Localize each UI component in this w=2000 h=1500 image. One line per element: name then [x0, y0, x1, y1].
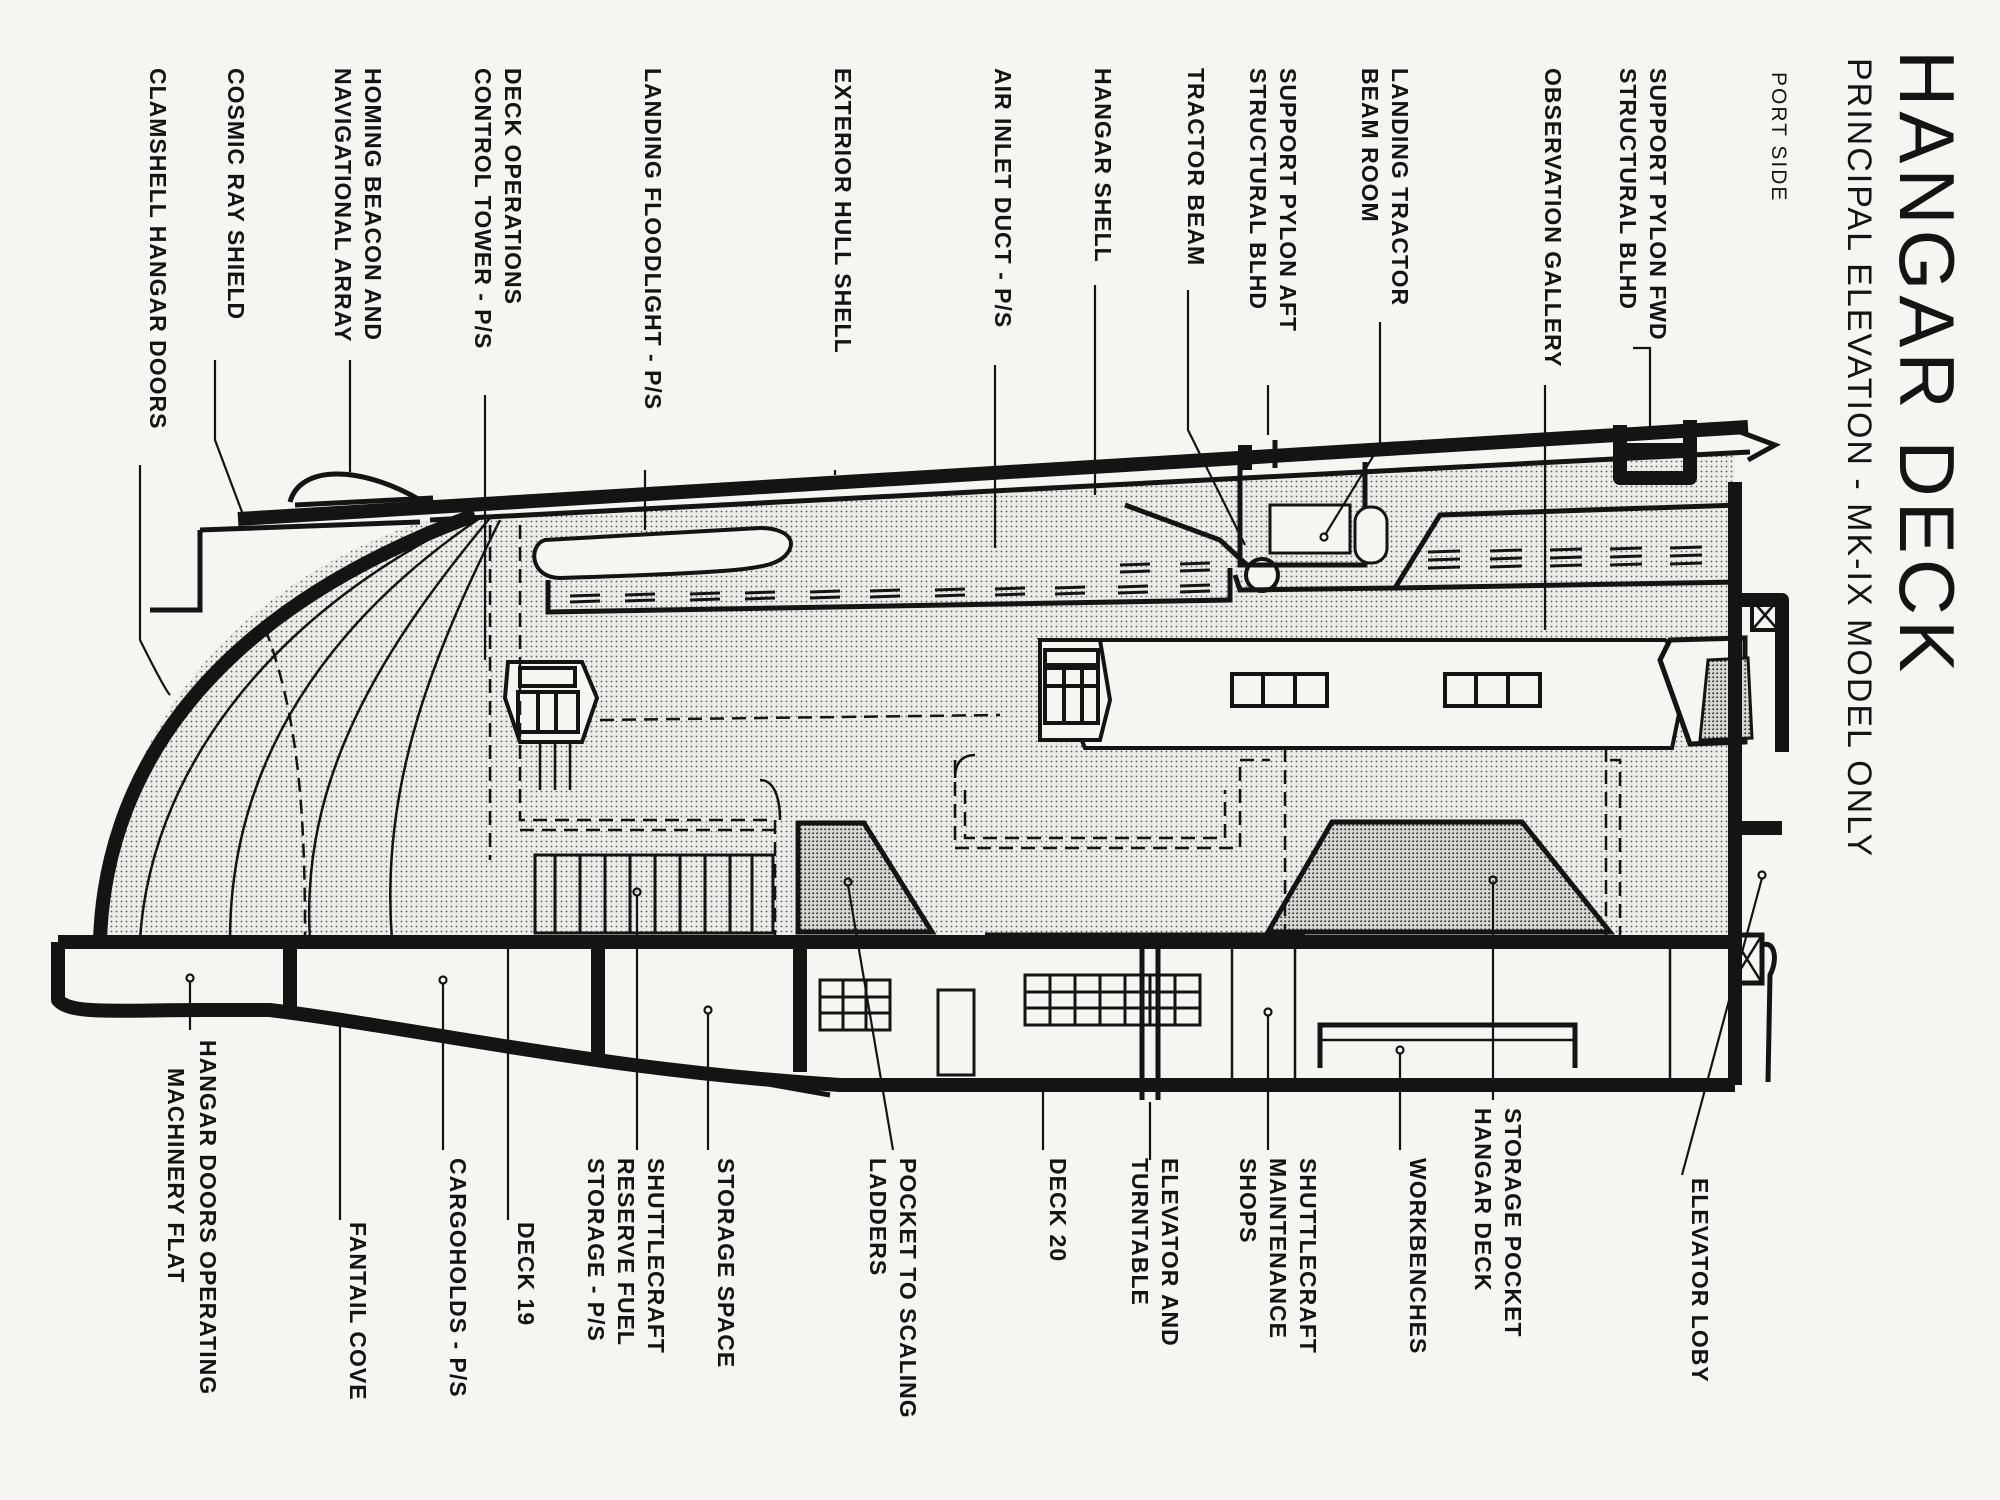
label-reserve-fuel-3: STORAGE - P/S — [583, 1158, 609, 1342]
hangar-structure-drawing — [51, 420, 1789, 1100]
label-homing-beacon-1: HOMING BEACON AND — [360, 68, 386, 341]
label-doors-machinery-1: HANGAR DOORS OPERATING — [195, 1040, 221, 1395]
label-scaling-ladders-1: POCKET TO SCALING — [895, 1158, 921, 1419]
leader-lines — [138, 285, 1767, 1220]
port-side-note: PORT SIDE — [1767, 72, 1790, 202]
label-tractor-beam: TRACTOR BEAM — [1183, 68, 1209, 266]
label-deck-20: DECK 20 — [1045, 1158, 1071, 1262]
label-tractor-beam-room-2: BEAM ROOM — [1357, 68, 1383, 223]
label-storage-pocket-1: STORAGE POCKET — [1500, 1108, 1526, 1338]
label-elevator-turntable-2: TURNTABLE — [1127, 1158, 1153, 1306]
label-elevator-lobby: ELEVATOR LOBY — [1687, 1178, 1713, 1383]
label-maintenance-shops-1: SHUTTLECRAFT — [1295, 1158, 1321, 1354]
label-storage-space: STORAGE SPACE — [713, 1158, 739, 1368]
floodlight-pod — [532, 525, 793, 581]
label-cargoholds: CARGOHOLDS - P/S — [445, 1158, 471, 1398]
label-tractor-beam-room-1: LANDING TRACTOR — [1387, 68, 1413, 306]
label-workbenches: WORKBENCHES — [1405, 1158, 1431, 1354]
label-maintenance-shops-3: SHOPS — [1235, 1158, 1261, 1244]
label-reserve-fuel-1: SHUTTLECRAFT — [643, 1158, 669, 1354]
label-hangar-shell: HANGAR SHELL — [1090, 68, 1116, 263]
label-air-inlet-duct: AIR INLET DUCT - P/S — [990, 68, 1016, 328]
label-support-pylon-fwd-2: STRUCTURAL BLHD — [1615, 68, 1641, 310]
storage-pocket-shape — [1263, 819, 1616, 935]
ladder-pocket-shape — [795, 820, 937, 935]
label-fantail-cove: FANTAIL COVE — [345, 1222, 371, 1401]
label-doors-machinery-2: MACHINERY FLAT — [163, 1068, 189, 1283]
label-storage-pocket-2: HANGAR DECK — [1470, 1108, 1496, 1292]
label-landing-floodlight: LANDING FLOODLIGHT - P/S — [640, 68, 666, 410]
label-elevator-turntable-1: ELEVATOR AND — [1157, 1158, 1183, 1347]
label-support-pylon-fwd-1: SUPPORT PYLON FWD — [1645, 68, 1671, 341]
subtitle-text: PRINCIPAL ELEVATION - MK-IX MODEL ONLY — [1840, 58, 1878, 858]
title-text: HANGAR DECK — [1883, 50, 1971, 677]
label-scaling-ladders-2: LADDERS — [865, 1158, 891, 1276]
label-reserve-fuel-2: RESERVE FUEL — [613, 1158, 639, 1346]
label-observation-gallery: OBSERVATION GALLERY — [1540, 68, 1566, 367]
deck-20-windows — [818, 973, 1202, 1077]
label-maintenance-shops-2: MAINTENANCE — [1265, 1158, 1291, 1339]
label-exterior-hull-shell: EXTERIOR HULL SHELL — [830, 68, 856, 354]
observation-gallery-band — [545, 478, 1735, 612]
label-deck-operations-2: CONTROL TOWER - P/S — [470, 68, 496, 349]
label-homing-beacon-2: NAVIGATIONAL ARRAY — [330, 68, 356, 342]
label-support-pylon-aft-1: SUPPORT PYLON AFT — [1275, 68, 1301, 332]
label-support-pylon-aft-2: STRUCTURAL BLHD — [1245, 68, 1271, 310]
fuel-storage-rack — [533, 853, 775, 935]
label-deck-19: DECK 19 — [513, 1222, 539, 1326]
label-deck-operations-1: DECK OPERATIONS — [500, 68, 526, 305]
overhead-gantry — [1037, 638, 1693, 750]
label-clamshell-doors: CLAMSHELL HANGAR DOORS — [145, 68, 171, 429]
label-cosmic-ray-shield: COSMIC RAY SHIELD — [223, 68, 249, 320]
